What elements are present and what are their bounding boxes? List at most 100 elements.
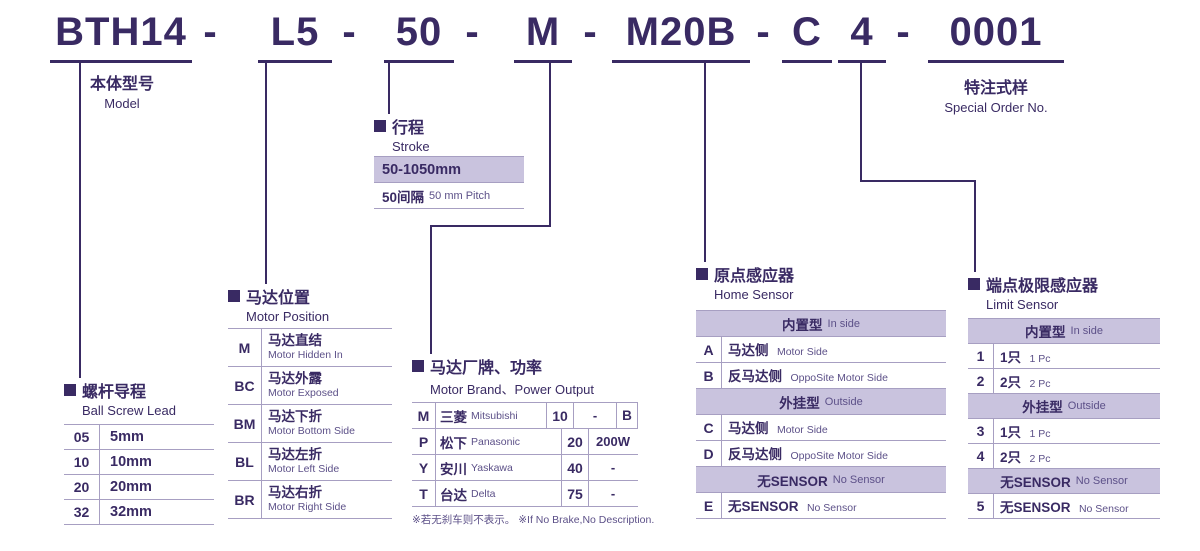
code-cell: Y [412,455,436,480]
section-bullet-icon [968,278,980,290]
stroke-table: 50-1050mm 50间隔 50 mm Pitch [374,156,524,209]
desc-zh: 反马达侧 [728,447,782,462]
ball-screw-lead-title-zh: 螺杆导程 [82,384,147,401]
table-row: BL 马达左折 Motor Left Side [228,443,392,481]
special-order-label-en: Special Order No. [944,100,1048,115]
code-cell: B [696,363,722,388]
desc-zh: 无SENSOR [1000,499,1071,515]
table-row: 05 5mm [64,425,214,450]
desc-zh: 马达侧 [728,421,769,436]
brand-zh: 安川 [440,461,467,477]
group-header-row: 内置型 In side [696,311,946,337]
power-cell: - [592,408,598,423]
desc-cell: 1只 1 Pc [994,421,1160,442]
table-row: 3 1只 1 Pc [968,419,1160,444]
brand-cell: 台达 Delta [436,481,562,506]
desc-en: 1 Pc [1029,427,1051,440]
desc-cell: 马达左折 Motor Left Side [262,447,392,475]
desc-cell: 2只 2 Pc [994,446,1160,467]
model-code-segment-stroke: 50 [384,4,454,63]
power-code-cell: 75 [562,481,589,506]
limit-sensor-title-zh: 端点极限感应器 [986,278,1099,295]
power-cell: 200W [596,434,630,449]
section-bullet-icon [412,360,424,372]
desc-en: No Sensor [806,502,857,514]
table-row: 1 1只 1 Pc [968,344,1160,369]
desc-cell: 反马达侧 OppoSite Motor Side [722,443,946,464]
code-cell: 4 [968,444,994,468]
code-cell: M [412,403,436,428]
table-row: T 台达 Delta 75 - [412,481,638,507]
desc-zh: 2只 [1000,449,1022,465]
motor-brand-title-en: Motor Brand、Power Output [430,382,595,397]
brand-en: Mitsubishi [471,409,518,422]
home-sensor-title-zh: 原点感应器 [714,268,795,285]
value-cell: 10mm [110,454,152,470]
model-label: 本体型号 Model [54,70,190,111]
desc-en: Motor Exposed [268,387,339,400]
desc-en: Motor Hidden In [268,349,343,362]
desc-zh: 马达侧 [728,343,769,358]
stroke-pitch-en: 50 mm Pitch [429,189,491,202]
home-sensor-table: 内置型 In side A 马达侧 Motor Side B 反马达侧 Oppo… [696,310,946,519]
section-limit-sensor-title: 端点极限感应器 Limit Sensor [968,272,1098,312]
desc-en: Motor Right Side [268,501,347,514]
code-cell: D [696,441,722,466]
motor-brand-table: M 三菱 Mitsubishi 10 - B P 松下 Panasonic 20… [412,402,638,507]
section-motor-position-title: 马达位置 Motor Position [228,284,329,324]
code-cell: 5 [968,494,994,518]
desc-zh: 马达左折 [268,447,322,463]
group-header-zh: 内置型 [782,317,823,333]
desc-en: OppoSite Motor Side [790,450,888,462]
ball-screw-lead-title-en: Ball Screw Lead [82,403,176,418]
desc-cell: 马达下折 Motor Bottom Side [262,409,392,437]
connector-home-sensor-line [704,62,706,262]
desc-cell: 无SENSOR No Sensor [994,496,1160,517]
desc-zh: 1只 [1000,349,1022,365]
table-row: 50间隔 50 mm Pitch [374,183,524,209]
model-code-segment-lead: L5 [258,4,332,63]
code-cell: E [696,493,722,518]
group-header-row: 外挂型 Outside [968,394,1160,419]
table-row: 20 20mm [64,475,214,500]
brand-cell: 三菱 Mitsubishi [436,403,548,428]
brand-zh: 松下 [440,435,467,451]
model-code-segment-body: BTH14 [50,4,192,63]
footnote-zh: ※若无刹车则不表示。 [412,514,516,526]
model-code-segment-special-order: 0001 [928,4,1064,63]
model-code-dash: - [203,10,217,54]
table-row: BR 马达右折 Motor Right Side [228,481,392,519]
desc-zh: 1只 [1000,424,1022,440]
connector-motor-position-line [265,62,267,284]
brand-zh: 台达 [440,487,467,503]
group-header-en: In side [827,317,860,330]
code-cell: M [228,329,262,366]
section-bullet-icon [696,268,708,280]
desc-zh: 反马达侧 [728,369,782,384]
power-code-cell: 10 [547,403,575,428]
desc-en: Motor Left Side [268,463,340,476]
model-code-dash: - [465,10,479,54]
stroke-range: 50-1050mm [382,161,461,178]
stroke-pitch-zh: 50间隔 [382,189,425,205]
desc-en: OppoSite Motor Side [790,372,888,384]
desc-cell: 马达直结 Motor Hidden In [262,333,392,361]
model-code-segment-motor-brand: M20B [612,4,750,63]
brand-en: Yaskawa [471,461,513,474]
connector-motor-brand-line-v2 [430,225,432,354]
desc-zh: 马达下折 [268,409,322,425]
special-order-label: 特注式样 Special Order No. [916,74,1076,115]
connector-motor-brand-line-h [430,225,551,227]
connector-motor-brand-line-v1 [549,62,551,227]
model-code-dash: - [342,10,356,54]
table-row: A 马达侧 Motor Side [696,337,946,363]
desc-cell: 1只 1 Pc [994,346,1160,367]
motor-position-title-en: Motor Position [246,309,330,324]
brand-cell: 安川 Yaskawa [436,455,562,480]
group-header-zh: 无SENSOR [1000,475,1071,490]
desc-cell: 马达侧 Motor Side [722,417,946,438]
table-row: BM 马达下折 Motor Bottom Side [228,405,392,443]
table-row: D 反马达侧 OppoSite Motor Side [696,441,946,467]
table-row: C 马达侧 Motor Side [696,415,946,441]
desc-zh: 马达外露 [268,371,322,387]
